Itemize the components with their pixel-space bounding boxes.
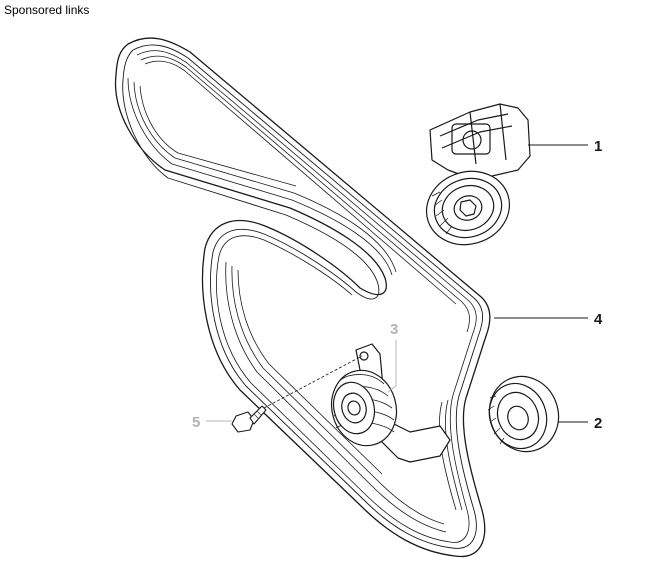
callout-4[interactable]: 4 [594, 311, 603, 328]
callout-5[interactable]: 5 [192, 414, 200, 431]
idler-pulley-with-bracket-icon[interactable] [323, 343, 451, 463]
assembly-dashed-line [263, 355, 363, 409]
leader-line-3 [387, 340, 397, 393]
ribbed-belt-icon[interactable] [114, 37, 491, 558]
idler-pulley-icon[interactable] [479, 367, 569, 462]
belt-tensioner-icon[interactable] [417, 103, 531, 255]
bolt-icon[interactable] [231, 405, 267, 433]
sponsored-links-label[interactable]: Sponsored links [4, 3, 90, 17]
callout-3[interactable]: 3 [390, 321, 398, 338]
callout-1[interactable]: 1 [594, 138, 602, 155]
callout-2[interactable]: 2 [594, 415, 602, 432]
